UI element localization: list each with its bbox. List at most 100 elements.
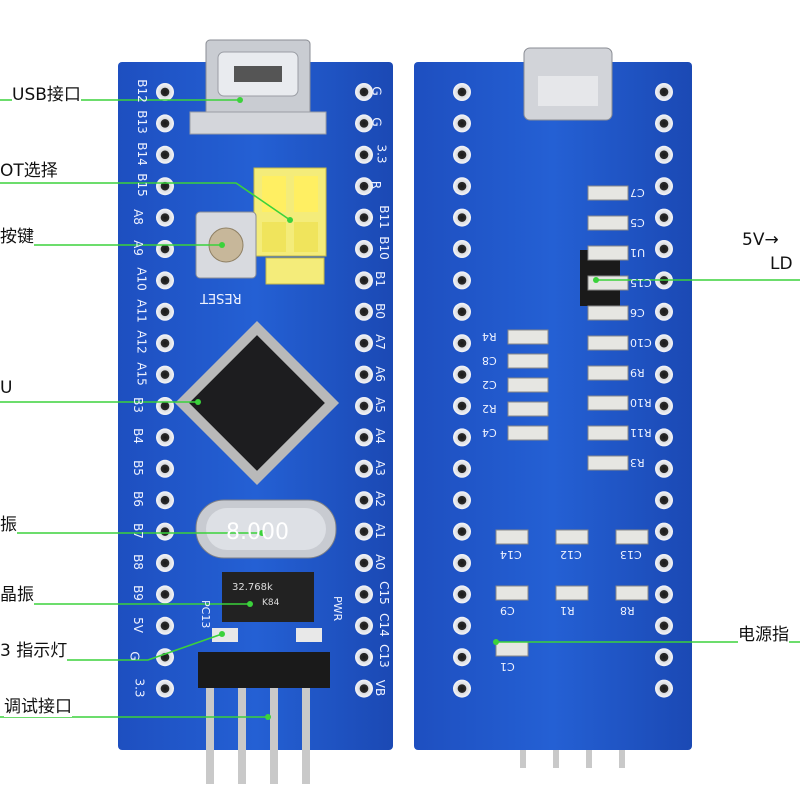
pin-hole bbox=[655, 522, 673, 541]
pin-hole bbox=[655, 616, 673, 635]
pin-hole bbox=[453, 145, 471, 164]
pin-hole bbox=[655, 554, 673, 572]
pin-hole bbox=[655, 491, 673, 510]
callout-reset-key: 按键 bbox=[0, 222, 34, 247]
pin-hole bbox=[156, 271, 174, 290]
pin-label: A0 bbox=[372, 554, 387, 570]
part-label: R9 bbox=[630, 366, 645, 379]
pin-hole bbox=[655, 459, 673, 478]
pin-hole bbox=[156, 554, 174, 572]
front-board bbox=[118, 39, 393, 784]
smd-part bbox=[587, 185, 629, 201]
callout-debug: 调试接口 bbox=[4, 692, 72, 717]
pwr-led bbox=[296, 628, 322, 642]
part-label: C10 bbox=[630, 336, 652, 349]
smd-part bbox=[555, 585, 589, 601]
pin-hole bbox=[355, 397, 373, 415]
pin-hole bbox=[355, 554, 373, 572]
pin-label: B3 bbox=[130, 397, 145, 413]
crystal-rtc bbox=[222, 572, 314, 622]
pin-label: B13 bbox=[134, 110, 149, 135]
pin-hole bbox=[655, 365, 673, 384]
smd-part bbox=[507, 377, 549, 393]
pin-hole bbox=[655, 334, 673, 353]
pin-label: B6 bbox=[130, 491, 145, 508]
part-label: C12 bbox=[560, 548, 582, 561]
part-label: R1 bbox=[560, 604, 575, 617]
pin-label: B8 bbox=[130, 554, 145, 570]
pin-hole bbox=[453, 302, 471, 321]
callout-mcu: U bbox=[0, 378, 13, 398]
pin-hole bbox=[355, 679, 373, 698]
pin-hole bbox=[156, 648, 174, 667]
pin-label: A15 bbox=[134, 361, 149, 386]
callout-crystal-main: 振 bbox=[0, 510, 17, 535]
pin-hole bbox=[453, 428, 471, 447]
pin-hole bbox=[156, 365, 174, 384]
boot-jumpers bbox=[253, 167, 327, 285]
pin-hole bbox=[655, 585, 673, 604]
pin-hole bbox=[453, 177, 471, 196]
pin-hole bbox=[655, 83, 673, 101]
pin-hole bbox=[453, 114, 471, 133]
pin-hole bbox=[453, 208, 471, 227]
part-label: C8 bbox=[482, 354, 497, 367]
pin-label: A3 bbox=[372, 459, 387, 476]
pin-hole bbox=[655, 145, 673, 164]
pin-label: A6 bbox=[372, 365, 387, 382]
pin-hole bbox=[156, 585, 174, 604]
smd-part bbox=[495, 641, 529, 657]
crystal-8mhz bbox=[195, 499, 337, 559]
reset-label: RESET bbox=[200, 290, 242, 305]
smd-part bbox=[587, 395, 629, 411]
pin-hole bbox=[655, 428, 673, 447]
pin-label: B14 bbox=[134, 142, 149, 166]
pin-hole bbox=[156, 302, 174, 321]
pin-hole bbox=[355, 491, 373, 510]
pin-hole bbox=[355, 616, 373, 635]
crystal-value-label: 8.000 bbox=[226, 520, 289, 545]
pin-label: B11 bbox=[376, 204, 391, 229]
smd-part bbox=[615, 529, 649, 545]
pin-label: A9 bbox=[130, 240, 145, 256]
pin-label: A8 bbox=[130, 208, 145, 225]
callout-power-led: 电源指 bbox=[738, 620, 789, 645]
back-board bbox=[414, 47, 692, 768]
pin-hole bbox=[355, 271, 373, 290]
pin-hole bbox=[453, 397, 471, 415]
callout-led: 3 指示灯 bbox=[0, 636, 68, 661]
pin-label: G bbox=[369, 86, 384, 96]
pin-hole bbox=[453, 240, 471, 258]
pin-label: B4 bbox=[130, 428, 145, 445]
back-pin-holes bbox=[453, 83, 673, 698]
smd-part bbox=[587, 365, 629, 381]
pin-label: G bbox=[127, 651, 142, 661]
pin-label: 5V bbox=[130, 616, 145, 633]
pin-label: B7 bbox=[130, 522, 145, 539]
pc13-led bbox=[212, 628, 238, 642]
pin-hole bbox=[655, 302, 673, 321]
pin-hole bbox=[453, 365, 471, 384]
pin-label: C14 bbox=[376, 612, 391, 637]
pin-hole bbox=[156, 459, 174, 478]
pin-hole bbox=[453, 648, 471, 667]
usb-connector bbox=[189, 39, 327, 135]
pin-hole bbox=[355, 334, 373, 353]
smd-part bbox=[587, 305, 629, 321]
pin-hole bbox=[453, 459, 471, 478]
pin-label: B12 bbox=[134, 79, 149, 103]
part-label: C4 bbox=[482, 426, 497, 439]
callout-regulator-a: 5V→ bbox=[742, 230, 779, 250]
pin-label: A12 bbox=[134, 330, 149, 354]
pin-hole bbox=[156, 114, 174, 133]
callout-boot: OT选择 bbox=[0, 156, 58, 181]
pin-hole bbox=[156, 397, 174, 415]
pin-hole bbox=[156, 428, 174, 447]
pin-hole bbox=[655, 679, 673, 698]
pin-label: 3.3 bbox=[374, 144, 389, 164]
rtc-crystal-sub: K84 bbox=[262, 598, 280, 608]
pin-hole bbox=[453, 554, 471, 572]
part-label: C7 bbox=[630, 186, 645, 199]
part-label: R10 bbox=[630, 396, 652, 409]
pin-hole bbox=[355, 585, 373, 604]
